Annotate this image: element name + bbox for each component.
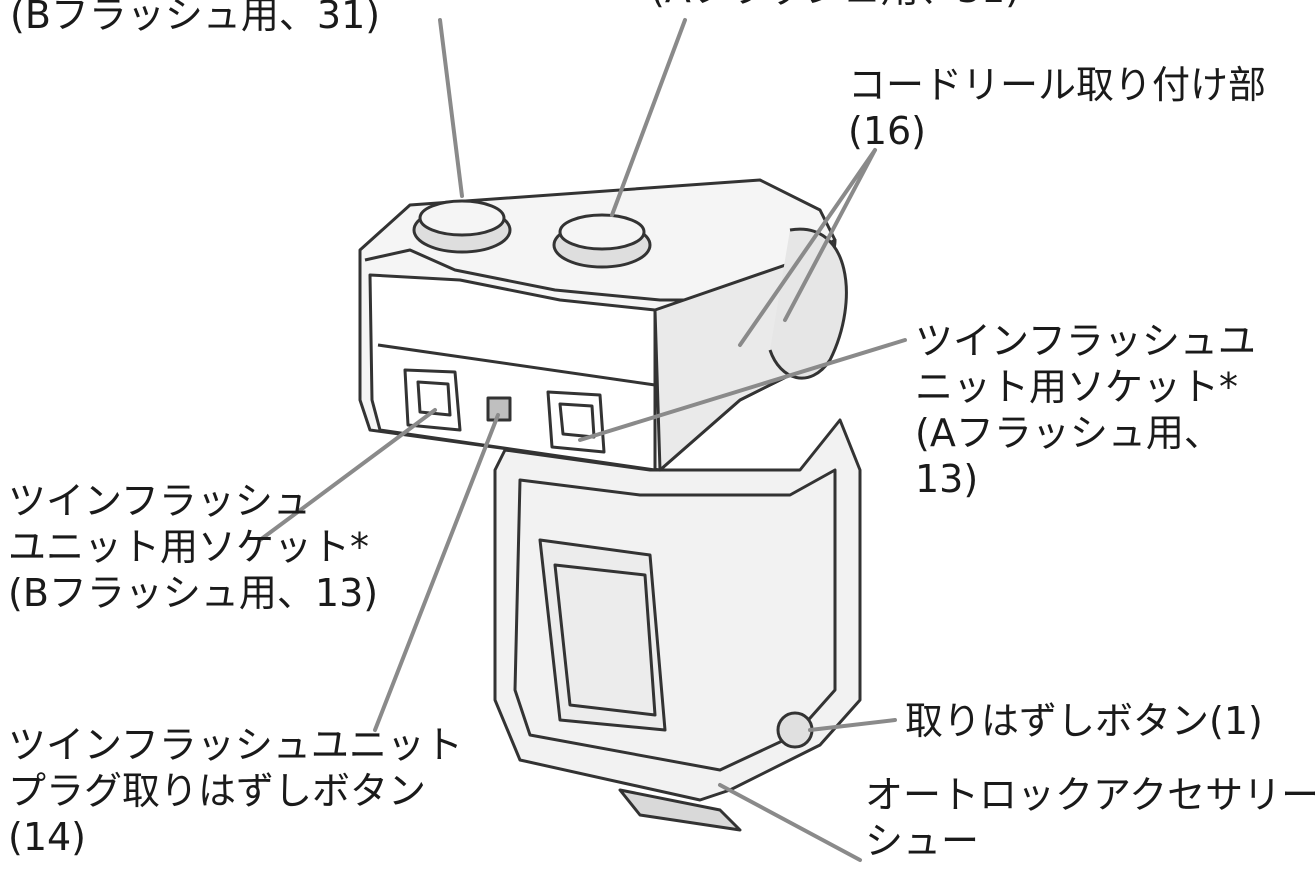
- leader-shoe: [718, 783, 862, 862]
- leader-dial-b: [438, 18, 464, 198]
- front-pocket: [538, 538, 667, 732]
- label-shoe: オートロックアクセサリー シュー: [865, 773, 1315, 863]
- head-front-lower-line: [377, 343, 656, 387]
- label-dial-b: (Bフラッシュ用、31): [10, 0, 381, 37]
- leader-socket-b: [258, 408, 437, 542]
- plug-switch: [486, 396, 512, 422]
- label-cord-reel: コードリール取り付け部 (16): [848, 63, 1267, 153]
- dial-a-top: [558, 213, 646, 251]
- front-pocket-inner: [553, 563, 657, 717]
- dial-b-top: [418, 199, 506, 237]
- leader-cord-reel-2: [783, 148, 877, 322]
- socket-b: [403, 368, 462, 432]
- leader-plug-release: [373, 413, 500, 732]
- label-plug-release: ツインフラッシュユニット プラグ取りはずしボタン (14): [8, 723, 463, 859]
- label-socket-b: ツインフラッシュ ユニット用ソケット* (Bフラッシュ用、13): [8, 479, 379, 615]
- lower-body-inner: [513, 468, 837, 772]
- release-button-shape: [776, 711, 814, 749]
- shoe-foot: [618, 788, 742, 832]
- label-release-button: 取りはずしボタン(1): [905, 699, 1263, 743]
- leader-release-button: [808, 718, 897, 732]
- socket-b-inner: [416, 380, 452, 417]
- label-socket-a: ツインフラッシュユ ニット用ソケット* (Aフラッシュ用、 13): [915, 319, 1256, 501]
- leader-socket-a: [578, 338, 907, 442]
- socket-a: [546, 390, 606, 454]
- label-dial-a: (Aフラッシュ用、31): [650, 0, 1020, 12]
- leader-cord-reel-1: [738, 148, 877, 347]
- leader-dial-a: [610, 18, 687, 217]
